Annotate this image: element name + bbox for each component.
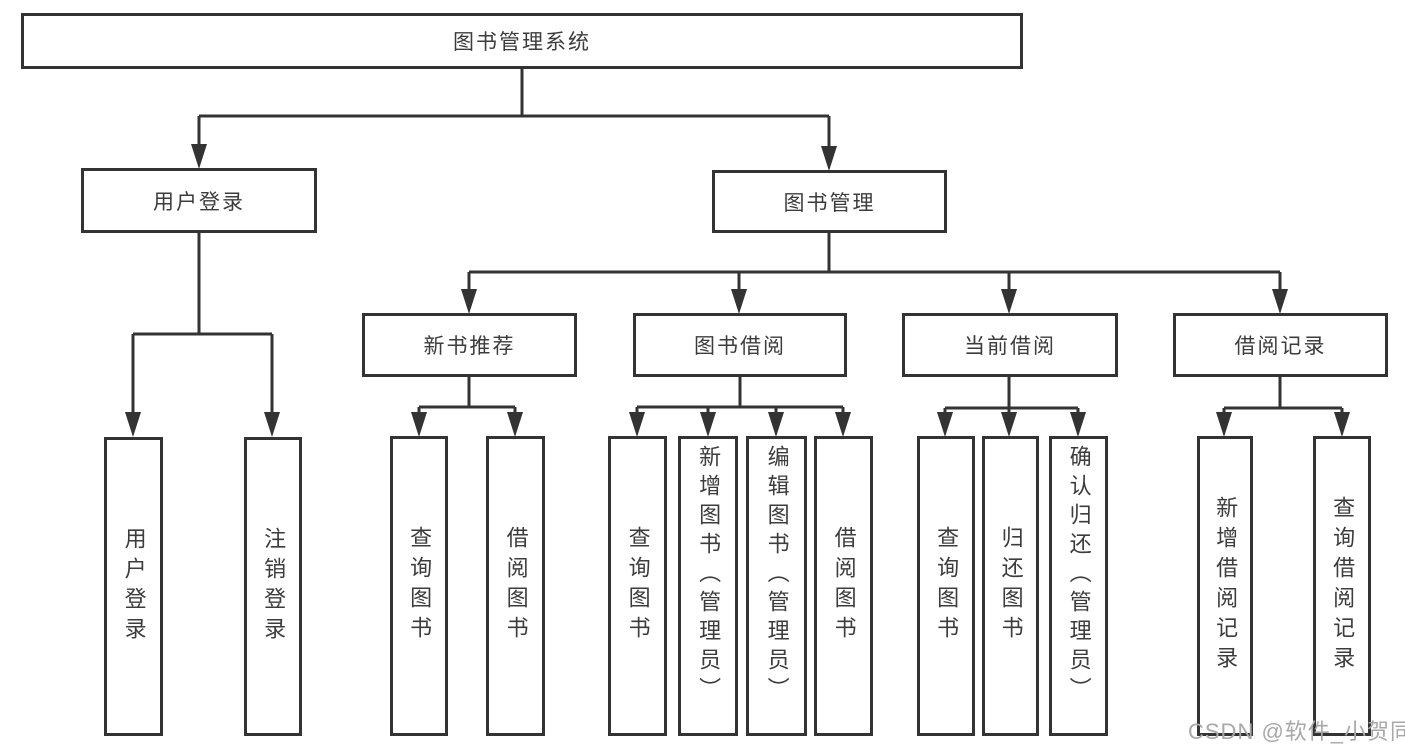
node-label: 查询图书 — [934, 526, 960, 646]
node-user-login: 用户登录 — [81, 168, 317, 233]
node-label: 编辑图书（管理员） — [764, 445, 790, 706]
leaf-newbook-query-books: 查询图书 — [390, 436, 448, 736]
leaf-logout: 注销登录 — [244, 437, 302, 736]
node-label: 确认归还（管理员） — [1066, 445, 1092, 706]
node-label: 当前借阅 — [964, 335, 1056, 358]
leaf-borrowing-add-books-admin: 新增图书（管理员） — [678, 436, 738, 736]
node-label: 查询图书 — [407, 526, 433, 646]
node-current-borrowing: 当前借阅 — [902, 313, 1118, 377]
leaf-newbook-borrow-books: 借阅图书 — [486, 436, 545, 736]
leaf-records-add-record: 新增借阅记录 — [1197, 436, 1253, 736]
node-label: 归还图书 — [998, 526, 1024, 646]
node-new-book-recommendation: 新书推荐 — [362, 313, 577, 377]
node-label: 图书管理系统 — [453, 31, 591, 54]
leaf-current-return-books: 归还图书 — [982, 436, 1039, 736]
node-label: 用户登录 — [153, 190, 245, 214]
node-borrowing-records: 借阅记录 — [1173, 313, 1388, 377]
watermark: CSDN @软件_小贺同学 — [1188, 719, 1405, 744]
leaf-borrowing-edit-books-admin: 编辑图书（管理员） — [746, 436, 807, 736]
node-label: 图书管理 — [783, 191, 876, 215]
node-label: 查询图书 — [625, 526, 651, 646]
node-label: 新增借阅记录 — [1213, 496, 1239, 676]
node-label: 借阅图书 — [831, 526, 857, 646]
node-label: 图书借阅 — [694, 335, 786, 358]
leaf-user-login: 用户登录 — [104, 437, 163, 736]
node-label: 查询借阅记录 — [1330, 496, 1356, 676]
node-label: 新增图书（管理员） — [696, 445, 722, 706]
leaf-borrowing-borrow-books: 借阅图书 — [814, 436, 873, 736]
leaf-current-confirm-return-admin: 确认归还（管理员） — [1049, 436, 1108, 736]
node-root: 图书管理系统 — [21, 13, 1023, 69]
node-label: 借阅图书 — [503, 526, 529, 646]
node-label: 新书推荐 — [423, 335, 516, 358]
node-book-management: 图书管理 — [712, 170, 947, 233]
node-label: 注销登录 — [261, 526, 287, 647]
leaf-current-query-books: 查询图书 — [917, 436, 975, 736]
leaf-records-query-record: 查询借阅记录 — [1313, 436, 1371, 736]
node-label: 借阅记录 — [1234, 335, 1327, 358]
leaf-borrowing-query-books: 查询图书 — [608, 436, 667, 736]
node-label: 用户登录 — [121, 526, 147, 647]
node-book-borrowing: 图书借阅 — [633, 313, 847, 377]
